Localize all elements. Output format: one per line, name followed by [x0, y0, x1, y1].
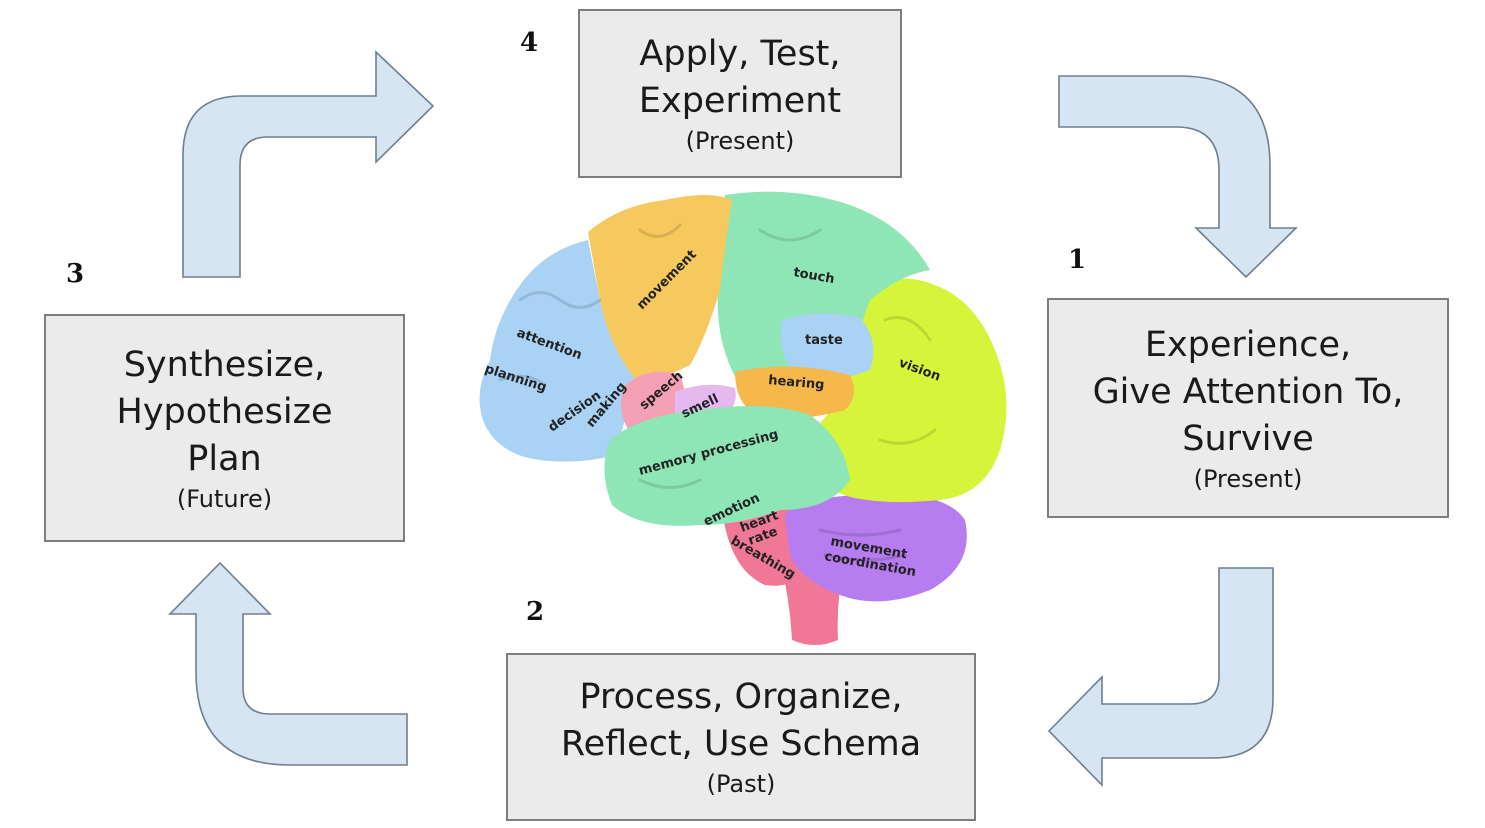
taste-region: [780, 313, 874, 379]
arrow-3-to-4: [182, 50, 435, 278]
arrow-1-to-2: [1047, 567, 1274, 787]
stage-1-time: (Present): [1193, 464, 1303, 493]
frontal-region: [479, 240, 640, 462]
stage-3-time: (Future): [176, 484, 273, 513]
stage-2-box: Process, Organize, Reflect, Use Schema (…: [506, 653, 976, 821]
label-taste: taste: [805, 333, 843, 348]
brain-folds: [498, 223, 937, 562]
label-hearing: hearing: [768, 373, 825, 393]
stage-3-title: Synthesize, Hypothesize Plan: [116, 344, 333, 479]
stage-2-time: (Past): [706, 770, 776, 798]
step-number-3: 3: [66, 259, 85, 289]
stage-3-box: Synthesize, Hypothesize Plan (Future): [44, 314, 405, 542]
stage-4-box: Apply, Test, Experiment (Present): [578, 9, 902, 178]
arrow-4-to-1: [1058, 75, 1298, 279]
memory-emotion-region: [604, 406, 850, 526]
stage-4-time: (Present): [685, 126, 795, 155]
cerebellum-region: [785, 494, 967, 602]
stage-4-title: Apply, Test, Experiment: [638, 33, 842, 121]
stage-2-title: Process, Organize, Reflect, Use Schema: [560, 677, 922, 764]
stage-1-title: Experience, Give Attention To, Survive: [1092, 324, 1404, 459]
hearing-region: [735, 366, 854, 419]
step-number-4: 4: [520, 28, 539, 58]
arrow-2-to-3: [168, 561, 408, 766]
touch-region: [717, 191, 930, 385]
movement-region: [588, 195, 732, 385]
label-touch: touch: [792, 265, 835, 287]
step-number-2: 2: [526, 597, 545, 627]
step-number-1: 1: [1068, 245, 1087, 275]
stage-1-box: Experience, Give Attention To, Survive (…: [1047, 298, 1449, 518]
